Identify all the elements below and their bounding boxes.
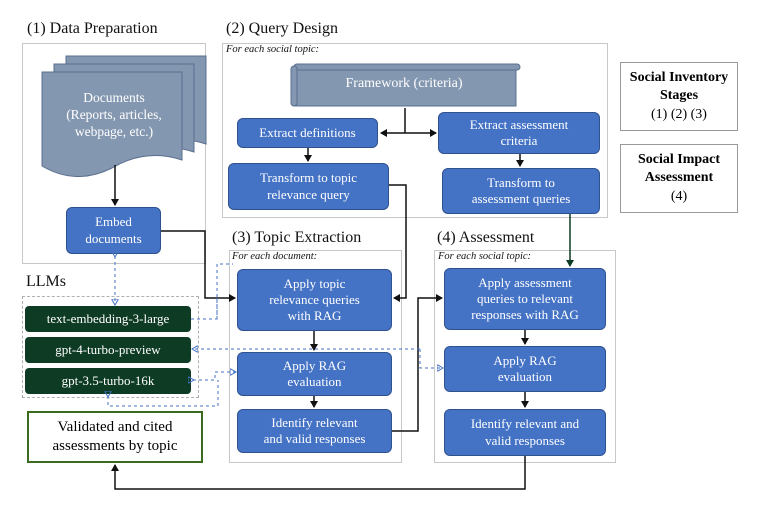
data-preparation-title: (1) Data Preparation — [27, 20, 158, 37]
social-inventory-title: Social Inventory Stages — [629, 70, 729, 104]
apply-topic-relevance-box: Apply topic relevance queries with RAG — [237, 269, 392, 331]
documents-label: Documents (Reports, articles, webpage, e… — [66, 90, 162, 139]
topic-extraction-note: For each document: — [232, 251, 318, 262]
identify-relevant-2-box: Identify relevant and valid responses — [444, 409, 606, 456]
documents-stack-icon — [41, 55, 207, 177]
embed-documents-box: Embed documents — [66, 207, 161, 254]
identify-relevant-1-box: Identify relevant and valid responses — [237, 409, 392, 453]
assessment-note: For each social topic: — [438, 251, 532, 262]
transform-assessment-queries-box: Transform to assessment queries — [442, 168, 600, 214]
llms-title: LLMs — [26, 273, 66, 290]
apply-rag-evaluation-2-box: Apply RAG evaluation — [444, 346, 606, 392]
validated-assessments-box: Validated and cited assessments by topic — [27, 411, 203, 463]
apply-rag-evaluation-1-box: Apply RAG evaluation — [237, 352, 392, 396]
query-design-note: For each social topic: — [226, 44, 320, 55]
topic-extraction-title: (3) Topic Extraction — [232, 229, 362, 246]
extract-assessment-criteria-box: Extract assessment criteria — [438, 112, 600, 154]
framework-scroll-icon — [290, 63, 521, 107]
extract-definitions-box: Extract definitions — [237, 118, 378, 148]
social-impact-legend: Social Impact Assessment (4) — [620, 144, 738, 213]
llm-gpt-4-turbo-box: gpt-4-turbo-preview — [25, 337, 191, 363]
llm-gpt-35-turbo-box: gpt-3.5-turbo-16k — [25, 368, 191, 394]
social-inventory-stages: (1) (2) (3) — [651, 106, 707, 122]
framework-label: Framework (criteria) — [345, 76, 463, 91]
transform-topic-relevance-box: Transform to topic relevance query — [228, 163, 389, 210]
llm-text-embedding-box: text-embedding-3-large — [25, 306, 191, 332]
query-design-title: (2) Query Design — [226, 20, 338, 37]
assessment-title: (4) Assessment — [437, 229, 535, 246]
social-impact-title: Social Impact Assessment — [637, 152, 721, 186]
apply-assessment-queries-box: Apply assessment queries to relevant res… — [444, 268, 606, 330]
social-inventory-legend: Social Inventory Stages (1) (2) (3) — [620, 62, 738, 131]
social-impact-stages: (4) — [670, 188, 688, 204]
